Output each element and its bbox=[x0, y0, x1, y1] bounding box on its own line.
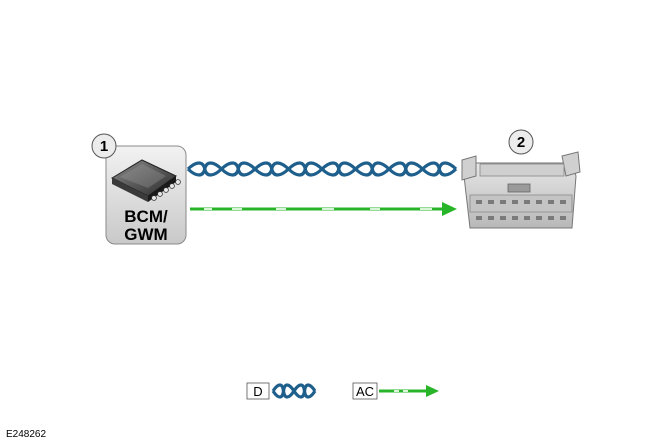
connector-pin bbox=[512, 200, 518, 204]
legend-item-d: D bbox=[246, 382, 317, 400]
legend-dashed-arrow-icon bbox=[379, 385, 439, 397]
connector-pin bbox=[548, 200, 554, 204]
legend: D AC bbox=[246, 382, 439, 400]
chip-module-icon bbox=[110, 159, 181, 202]
arrow-dash bbox=[420, 208, 432, 210]
diagnostic-connector-icon bbox=[461, 151, 581, 229]
callout-2: 2 bbox=[508, 129, 534, 155]
module-label-line2: GWM bbox=[124, 225, 167, 244]
dashed-arrow-line bbox=[190, 202, 457, 216]
twisted-wire-b bbox=[271, 383, 317, 399]
connector-pin bbox=[488, 216, 494, 220]
connector-pin bbox=[560, 216, 566, 220]
connector-pin bbox=[536, 200, 542, 204]
twisted-pair-bus bbox=[186, 161, 458, 177]
figure-id: E248262 bbox=[6, 429, 47, 440]
arrow-dash bbox=[204, 208, 212, 210]
legend-twisted-pair-icon bbox=[271, 383, 317, 399]
connector-pin bbox=[524, 200, 530, 204]
bcm-gwm-module: BCM/ GWM bbox=[105, 145, 187, 245]
arrow-dash bbox=[370, 208, 380, 210]
connector-pin bbox=[476, 216, 482, 220]
arrow-dash bbox=[276, 208, 286, 210]
arrow-dash bbox=[322, 208, 334, 210]
twisted-wire-b bbox=[186, 161, 458, 177]
connector-pin bbox=[536, 216, 542, 220]
connector-pin bbox=[500, 200, 506, 204]
connector-pin bbox=[500, 216, 506, 220]
connector-pin bbox=[488, 200, 494, 204]
callout-1: 1 bbox=[91, 133, 117, 159]
callout-2-number: 2 bbox=[517, 134, 525, 151]
module-label-line1: BCM/ bbox=[124, 207, 168, 226]
legend-code-d: D bbox=[253, 384, 262, 399]
connector-pin bbox=[476, 200, 482, 204]
arrow-dash bbox=[232, 208, 242, 210]
legend-item-ac: AC bbox=[352, 382, 439, 400]
connector-pin bbox=[560, 200, 566, 204]
connector-pin bbox=[512, 216, 518, 220]
connector-pin bbox=[548, 216, 554, 220]
callout-1-number: 1 bbox=[100, 138, 108, 155]
legend-code-ac: AC bbox=[356, 384, 374, 399]
connector-pin bbox=[524, 216, 530, 220]
